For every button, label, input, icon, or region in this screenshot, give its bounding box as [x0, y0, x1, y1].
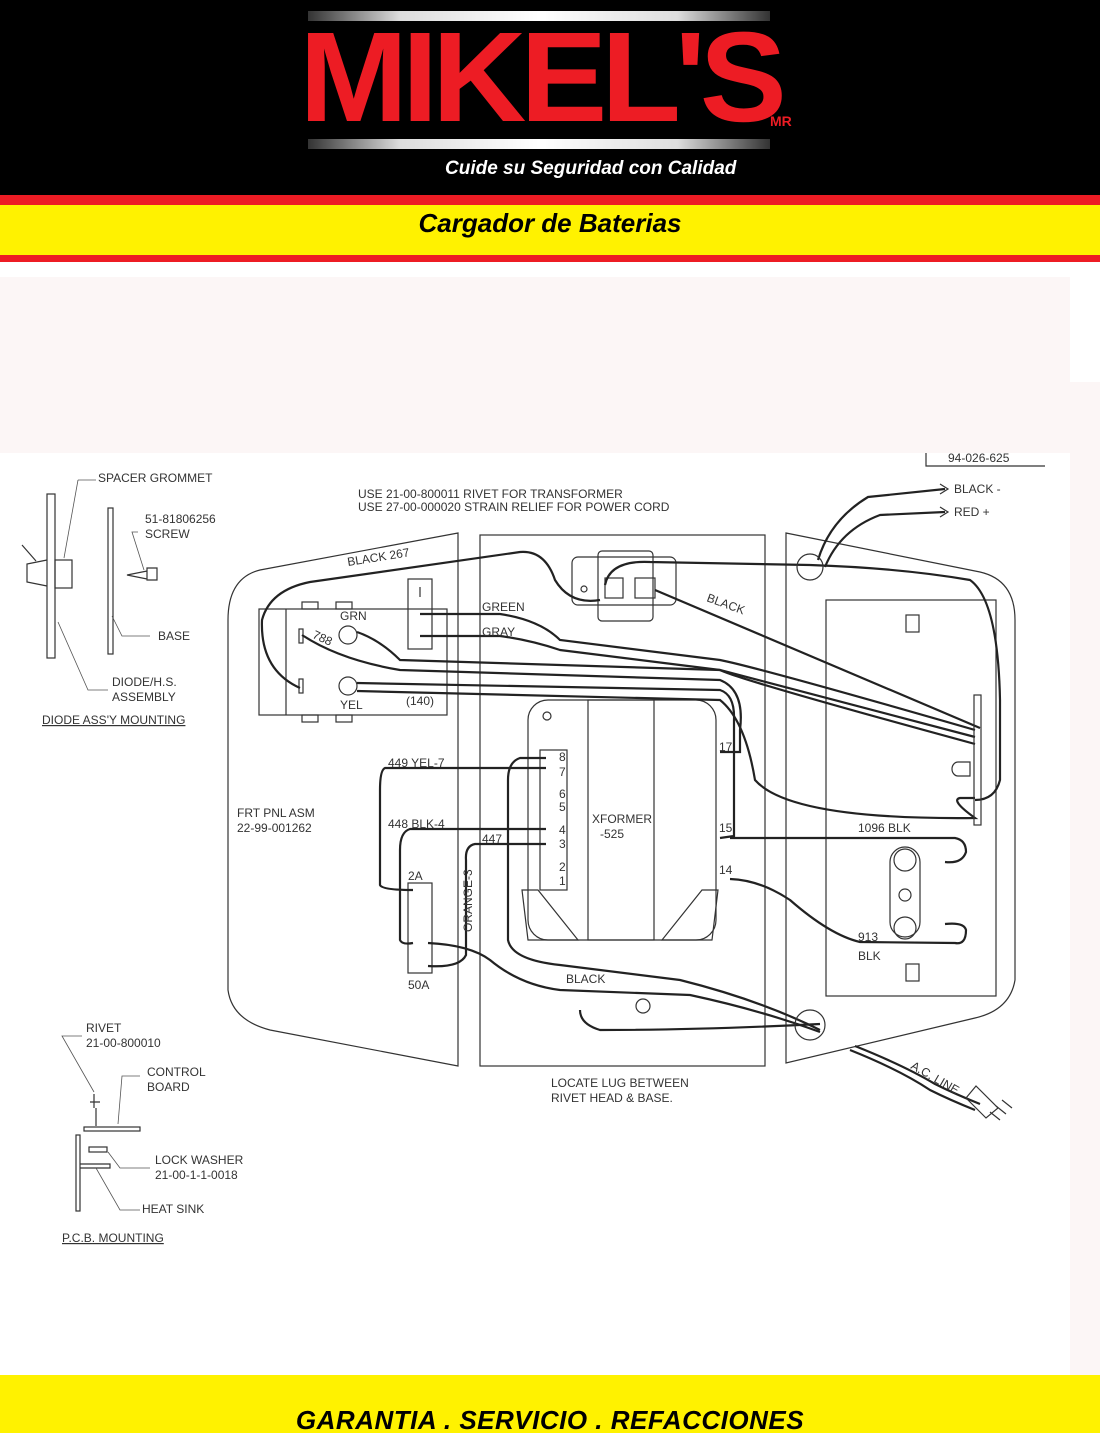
label-140: (140) — [406, 694, 434, 708]
label-blk-4: 448 BLK-4 — [388, 817, 445, 831]
label-spacer-grommet: SPACER GROMMET — [98, 471, 213, 485]
note-rivet: USE 21-00-800011 RIVET FOR TRANSFORMER — [358, 487, 623, 501]
label-447: 447 — [482, 832, 502, 846]
label-orange-3: ORANGE-3 — [461, 869, 475, 932]
wiring — [260, 487, 1002, 1112]
label-board: BOARD — [147, 1080, 190, 1094]
footer-slogan: GARANTIA . SERVICIO . REFACCIONES — [295, 1405, 805, 1435]
label-lock-washer: LOCK WASHER — [155, 1153, 244, 1167]
trademark-mark: MR — [770, 113, 792, 129]
label-green: GREEN — [482, 600, 525, 614]
label-heat-sink: HEAT SINK — [142, 1202, 204, 1216]
chrome-bar-bottom — [308, 139, 770, 149]
svg-text:6: 6 — [559, 787, 566, 801]
label-lock-washer-part: 21-00-1-1-0018 — [155, 1168, 238, 1182]
diode-assembly — [889, 846, 921, 938]
front-panel-part: 22-99-001262 — [237, 821, 312, 835]
label-output-black: BLACK - — [954, 482, 1001, 496]
svg-text:14: 14 — [719, 863, 733, 877]
label-yel: YEL — [340, 698, 363, 712]
blank-area — [0, 277, 1070, 453]
label-control: CONTROL — [147, 1065, 206, 1079]
svg-text:7: 7 — [559, 765, 566, 779]
svg-text:15: 15 — [719, 821, 733, 835]
red-stripe-bottom — [0, 255, 1100, 262]
drawing-number: 94-026-625 — [948, 453, 1010, 465]
transformer-taps: 8 7 6 5 4 3 2 1 — [559, 750, 566, 888]
brand-header: MIKEL'S MR Cuide su Seguridad con Calida… — [0, 0, 1100, 195]
title-band — [0, 205, 1100, 255]
svg-text:5: 5 — [559, 800, 566, 814]
fuse-block — [407, 882, 433, 974]
label-assembly: ASSEMBLY — [112, 690, 176, 704]
back-panel-outline — [785, 532, 1016, 1064]
control-board — [825, 599, 997, 997]
wiring-diagram: 94-026-625 USE 21-00-800011 RIVET FOR TR… — [0, 453, 1070, 1373]
front-panel-label: FRT PNL ASM — [237, 806, 315, 820]
front-panel-outline — [227, 532, 459, 1067]
note-strain-relief: USE 27-00-000020 STRAIN RELIEF FOR POWER… — [358, 500, 670, 514]
svg-text:3: 3 — [559, 837, 566, 851]
diode-mounting-detail: SPACER GROMMET 51-81806256 SCREW BASE DI… — [21, 471, 216, 727]
pcb-mounting-title: P.C.B. MOUNTING — [62, 1231, 164, 1245]
label-913-blk: BLK — [858, 949, 881, 963]
label-black-bottom: BLACK — [566, 972, 605, 986]
label-yel-7: 449 YEL-7 — [388, 756, 445, 770]
label-output-red: RED + — [954, 505, 990, 519]
transformer-number: -525 — [600, 827, 624, 841]
label-grn: GRN — [340, 609, 367, 623]
diode-mounting-title: DIODE ASS'Y MOUNTING — [42, 713, 185, 727]
label-50a: 50A — [408, 978, 429, 992]
svg-text:1: 1 — [559, 874, 566, 888]
label-rivet: RIVET — [86, 1021, 122, 1035]
label-diode: DIODE/H.S. — [112, 675, 177, 689]
label-base: BASE — [158, 629, 190, 643]
svg-text:4: 4 — [559, 823, 566, 837]
ground-lug — [635, 998, 651, 1014]
pcb-mounting-detail: RIVET 21-00-800010 CONTROL BOARD LOCK WA… — [61, 1021, 244, 1245]
red-stripe-top — [0, 195, 1100, 205]
circuit-breaker — [571, 556, 677, 606]
svg-text:17: 17 — [719, 740, 733, 754]
svg-text:2: 2 — [559, 860, 566, 874]
transformer: 8 7 6 5 4 3 2 1 XFORMER -525 17 15 14 — [521, 699, 733, 941]
transformer-name: XFORMER — [592, 812, 652, 826]
chrome-bar-top — [308, 11, 770, 21]
label-2a: 2A — [408, 869, 423, 883]
drawing-number-box: 94-026-625 — [925, 453, 1045, 467]
label-screw: SCREW — [145, 527, 190, 541]
label-1096-blk: 1096 BLK — [858, 821, 911, 835]
label-gray: GRAY — [482, 625, 515, 639]
brand-logo: MIKEL'S — [299, 6, 787, 149]
footer-band — [0, 1375, 1100, 1433]
lug-note-2: RIVET HEAD & BASE. — [551, 1091, 673, 1105]
label-913: 913 — [858, 930, 878, 944]
side-margin — [1070, 382, 1100, 1382]
brand-tagline: Cuide su Seguridad con Calidad — [445, 158, 737, 179]
label-rivet-part: 21-00-800010 — [86, 1036, 161, 1050]
label-screw-part: 51-81806256 — [145, 512, 216, 526]
product-title: Cargador de Baterias — [418, 208, 682, 238]
base-panel — [479, 534, 766, 1067]
svg-text:8: 8 — [559, 750, 566, 764]
lug-note-1: LOCATE LUG BETWEEN — [551, 1076, 689, 1090]
